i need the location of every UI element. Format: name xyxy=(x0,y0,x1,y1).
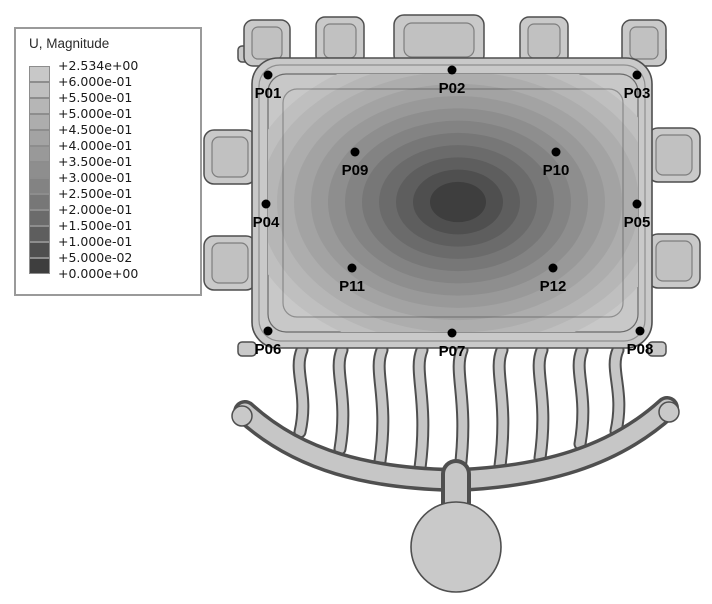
runner-body xyxy=(494,345,508,471)
runner-channels xyxy=(292,343,626,477)
legend-scale-label: +0.000e+00 xyxy=(58,266,139,281)
probe-point-label: P06 xyxy=(255,341,282,358)
legend-swatch xyxy=(29,162,50,178)
legend-swatch xyxy=(29,82,50,98)
legend-scale-label: +6.000e-01 xyxy=(58,74,133,89)
corner-bump xyxy=(647,341,667,357)
runner-body xyxy=(610,345,624,436)
mount-tab-left-2 xyxy=(203,235,257,291)
legend-swatch xyxy=(29,66,50,82)
probe-point-marker xyxy=(263,70,273,80)
runner-body xyxy=(374,345,388,466)
probe-point-marker xyxy=(263,326,273,336)
legend-scale-label: +5.000e-02 xyxy=(58,250,133,265)
probe-point-marker xyxy=(447,65,457,75)
runner-body xyxy=(334,345,348,454)
legend-scale-label: +4.000e-01 xyxy=(58,138,133,153)
probe-point-label: P05 xyxy=(624,214,651,231)
pour-ball xyxy=(410,501,502,593)
contour-rings xyxy=(268,74,638,332)
legend-scale-label: +2.000e-01 xyxy=(58,202,133,217)
legend-swatch xyxy=(29,210,50,226)
runner-body xyxy=(534,345,548,463)
mount-tab-top-1 xyxy=(243,19,291,67)
arm-body xyxy=(450,399,676,489)
legend-panel: U, Magnitude +2.534e+00+6.000e-01+5.500e… xyxy=(14,27,202,296)
mount-tab-top-2 xyxy=(315,16,365,66)
contour-ring xyxy=(430,181,486,223)
legend-scale-label: +1.500e-01 xyxy=(58,218,133,233)
probe-point-marker xyxy=(632,70,642,80)
legend-swatch xyxy=(29,242,50,258)
mount-tab-top-5 xyxy=(621,19,667,67)
probe-point-label: P04 xyxy=(253,214,280,231)
legend-scale-label: +5.000e-01 xyxy=(58,106,133,121)
legend-swatch xyxy=(29,98,50,114)
legend-scale: +2.534e+00+6.000e-01+5.500e-01+5.000e-01… xyxy=(27,58,194,282)
collector-arm-right xyxy=(447,396,680,492)
casting-plate xyxy=(251,57,653,349)
probe-point-label: P01 xyxy=(255,85,282,102)
probe-point-marker xyxy=(347,263,357,273)
legend-swatch xyxy=(29,226,50,242)
probe-point-label: P07 xyxy=(439,343,466,360)
probe-point-label: P08 xyxy=(627,341,654,358)
probe-point-marker xyxy=(632,199,642,209)
legend-scale-label: +3.500e-01 xyxy=(58,154,133,169)
runner-body xyxy=(294,345,308,437)
runner-body xyxy=(454,345,468,475)
plate-rim xyxy=(258,64,646,342)
probe-point-label: P09 xyxy=(342,162,369,179)
mount-tab-top-4 xyxy=(519,16,569,66)
legend-scale-label: +4.500e-01 xyxy=(58,122,133,137)
probe-point-label: P11 xyxy=(339,278,365,295)
plate-inner-edge xyxy=(282,88,624,318)
legend-scale-label: +2.534e+00 xyxy=(58,58,139,73)
probe-point-label: P02 xyxy=(439,80,466,97)
mount-tab-right-1 xyxy=(647,127,701,183)
probe-point-marker xyxy=(350,147,360,157)
probe-point-marker xyxy=(551,147,561,157)
legend-swatch xyxy=(29,130,50,146)
legend-swatch xyxy=(29,194,50,210)
corner-bump xyxy=(237,341,257,357)
legend-scale-label: +3.000e-01 xyxy=(58,170,133,185)
probe-point-label: P03 xyxy=(624,85,651,102)
probe-point-marker xyxy=(635,326,645,336)
arm-tip-curl xyxy=(231,405,253,427)
legend-swatch xyxy=(29,114,50,130)
legend-scale-label: +1.000e-01 xyxy=(58,234,133,249)
probe-point-marker xyxy=(447,328,457,338)
probe-point-label: P12 xyxy=(540,278,567,295)
probe-point-label: P10 xyxy=(543,162,570,179)
legend-title: U, Magnitude xyxy=(29,36,110,51)
arm-body xyxy=(236,403,462,489)
probe-point-marker xyxy=(261,199,271,209)
mount-tab-right-2 xyxy=(647,233,701,289)
arm-tip-curl xyxy=(658,401,680,423)
legend-swatch xyxy=(29,178,50,194)
probe-point-marker xyxy=(548,263,558,273)
runner-body xyxy=(414,345,428,473)
gating-system xyxy=(231,343,680,593)
legend-swatch xyxy=(29,146,50,162)
mount-tab-left-1 xyxy=(203,129,257,185)
mount-tab-top-3 xyxy=(393,14,485,66)
runner-body xyxy=(574,345,588,449)
mount-tabs xyxy=(203,14,701,357)
legend-scale-label: +2.500e-01 xyxy=(58,186,133,201)
legend-swatch xyxy=(29,258,50,274)
collector-arm-left xyxy=(231,400,465,492)
legend-scale-label: +5.500e-01 xyxy=(58,90,133,105)
